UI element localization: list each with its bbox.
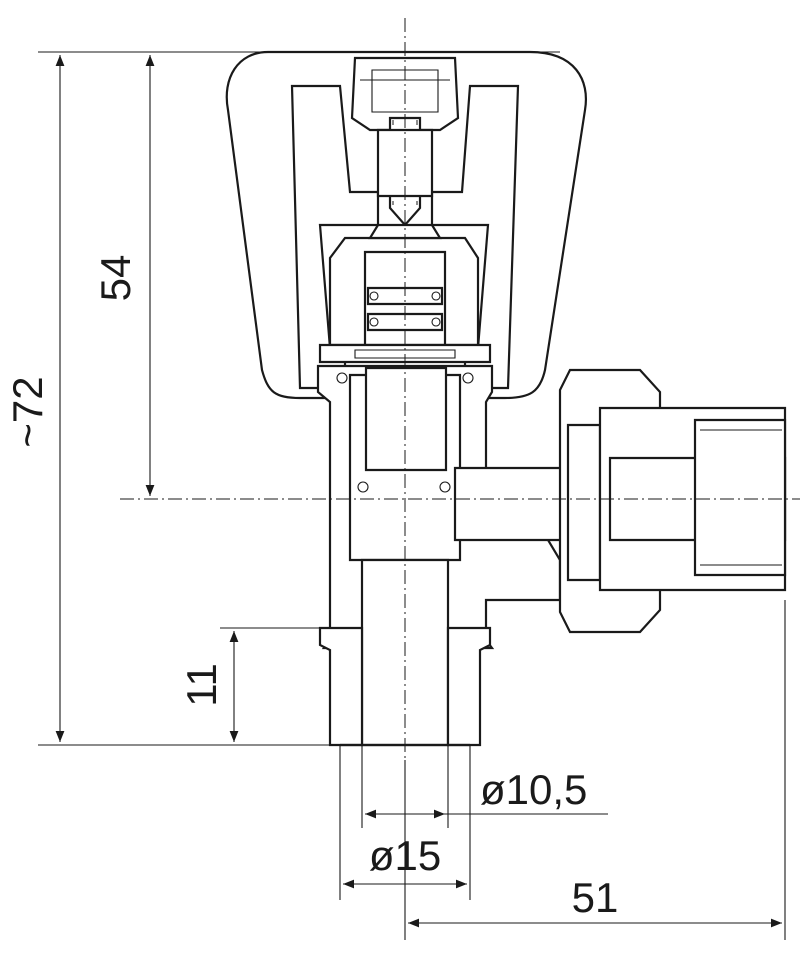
dimension-axis-height: 54	[92, 55, 155, 496]
dimension-offset-width: 51	[404, 600, 786, 940]
thread-length-label: 11	[178, 663, 225, 707]
dimension-overall-height: ~72	[4, 51, 560, 746]
dimension-thread-length: 11	[178, 627, 322, 742]
valve-body	[316, 364, 567, 747]
offset-width-label: 51	[572, 874, 619, 921]
center-lines	[120, 18, 800, 760]
axis-height-label: 54	[92, 255, 139, 302]
overall-height-label: ~72	[4, 376, 51, 447]
dimension-inner-diameter: ø10,5	[361, 745, 608, 828]
outlet-union	[558, 368, 787, 634]
bonnet	[318, 223, 492, 364]
inner-diameter-label: ø10,5	[480, 766, 587, 813]
